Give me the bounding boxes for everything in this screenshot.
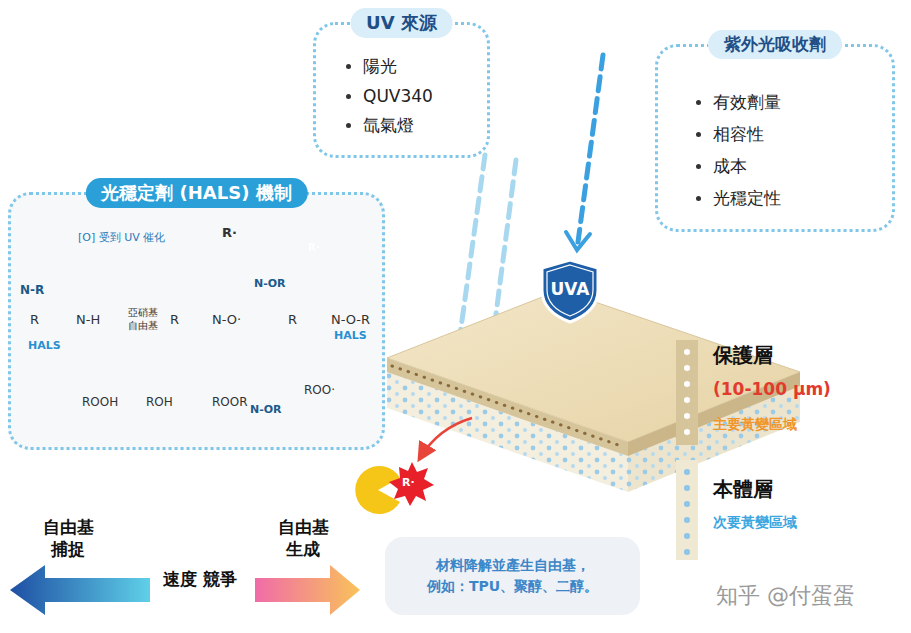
diagram-label: 亞硝基 自由基 — [126, 306, 160, 332]
bullet-item: 有效劑量 — [696, 91, 884, 114]
diagram-label: N-OR — [254, 278, 286, 291]
diagram-label: 保護層 — [713, 344, 773, 367]
bullet-text: QUV340 — [363, 86, 433, 106]
diagram-label: 自由基 捕捉 — [30, 516, 106, 560]
diagram-label: 主要黃變區域 — [713, 416, 797, 432]
dotted-panel: 光穩定劑 (HALS) 機制 — [8, 192, 385, 450]
diagram-label: R· — [222, 226, 237, 241]
bullet-item: 相容性 — [696, 123, 884, 146]
drawing-polygon — [10, 565, 150, 615]
bullet-text: 成本 — [713, 155, 747, 178]
drawing-path — [355, 466, 400, 514]
bullet-item: 成本 — [696, 155, 884, 178]
watermark: 知乎 @付蛋蛋 — [716, 583, 855, 608]
diagram-label: HALS — [28, 340, 61, 353]
note-text: 材料降解並產生自由基， 例如：TPU、聚醇、二醇。 — [420, 555, 605, 597]
drawing-circle — [684, 469, 690, 475]
drawing-circle — [684, 533, 690, 539]
note-box: 材料降解並產生自由基， 例如：TPU、聚醇、二醇。 — [385, 537, 640, 615]
bullet-text: 相容性 — [713, 123, 764, 146]
bullet-list: 陽光 QUV340 氙氣燈 — [316, 25, 487, 155]
drawing-circle — [684, 501, 690, 507]
drawing-rect — [676, 460, 698, 560]
diagram-label: N-O-R — [331, 313, 370, 328]
drawing-circle — [684, 349, 690, 355]
diagram-label: ROOR — [212, 396, 248, 410]
drawing-circle — [684, 413, 690, 419]
panel-heading: 紫外光吸收劑 — [708, 30, 842, 59]
drawing-rect — [676, 340, 698, 445]
panel-heading: 光穩定劑 (HALS) 機制 — [85, 178, 307, 208]
diagram-label: R· — [308, 242, 320, 254]
diagram-label: R· — [402, 477, 415, 490]
drawing-circle — [684, 429, 690, 435]
drawing-circle — [684, 397, 690, 403]
drawing-line — [578, 55, 603, 242]
dotted-panel: 紫外光吸收劑有效劑量相容性成本光穩定性 — [655, 44, 895, 232]
bullet-text: 氙氣燈 — [363, 114, 414, 137]
bullet-item: QUV340 — [346, 86, 479, 106]
diagram-label: 速度 競爭 — [160, 568, 240, 590]
drawing-g — [684, 349, 690, 435]
diagram-label: 自由基 生成 — [265, 516, 341, 560]
drawing-polygon — [389, 462, 434, 506]
bullet-dot — [696, 196, 701, 201]
uva-shield: UVA — [538, 258, 602, 324]
drawing-path — [547, 265, 593, 316]
diagram-label: [O] 受到 UV 催化 — [78, 232, 165, 245]
diagram-label: 本體層 — [713, 478, 773, 501]
drawing-circle — [684, 549, 690, 555]
diagram-label: (10-100 μm) — [713, 380, 831, 400]
diagram-label: N-R — [20, 284, 44, 298]
drawing-path — [542, 260, 598, 322]
bullet-dot — [346, 64, 351, 69]
drawing-circle — [684, 365, 690, 371]
bullet-dot — [696, 164, 701, 169]
diagram-label: ROO· — [304, 384, 335, 398]
drawing-polygon — [387, 358, 628, 456]
diagram-label: N-OR — [250, 404, 282, 417]
drawing-circle — [684, 517, 690, 523]
drawing-path — [420, 418, 472, 458]
diagram-label: 次要黃變區域 — [713, 514, 797, 530]
diagram-label: R — [170, 313, 179, 328]
dotted-panel: UV 來源陽光QUV340氙氣燈 — [313, 22, 490, 158]
diagram-label: ROH — [146, 396, 173, 410]
drawing-polygon — [255, 565, 360, 615]
diagram-label: N-H — [76, 313, 100, 328]
diagram-label: ROOH — [82, 396, 118, 410]
drawing-path — [566, 232, 590, 250]
bullet-dot — [346, 123, 351, 128]
bullet-list: 有效劑量相容性成本光穩定性 — [658, 47, 892, 229]
bullet-item: 陽光 — [346, 55, 479, 78]
bullet-text: 有效劑量 — [713, 91, 781, 114]
drawing-g — [684, 469, 690, 555]
drawing-circle — [684, 485, 690, 491]
bullet-dot — [346, 94, 351, 99]
bullet-dot — [696, 132, 701, 137]
shield-label: UVA — [551, 279, 590, 299]
bullet-item: 氙氣燈 — [346, 114, 479, 137]
diagram-label: N-O· — [212, 313, 241, 328]
bullet-dot — [696, 100, 701, 105]
bullet-item: 光穩定性 — [696, 187, 884, 210]
diagram-label: R — [288, 313, 297, 328]
bullet-text: 陽光 — [363, 55, 397, 78]
diagram-label: HALS — [334, 330, 367, 343]
drawing-line — [392, 366, 624, 447]
drawing-circle — [684, 381, 690, 387]
diagram-label: R — [30, 313, 39, 328]
bullet-text: 光穩定性 — [713, 187, 781, 210]
panel-heading: UV 來源 — [350, 8, 453, 38]
